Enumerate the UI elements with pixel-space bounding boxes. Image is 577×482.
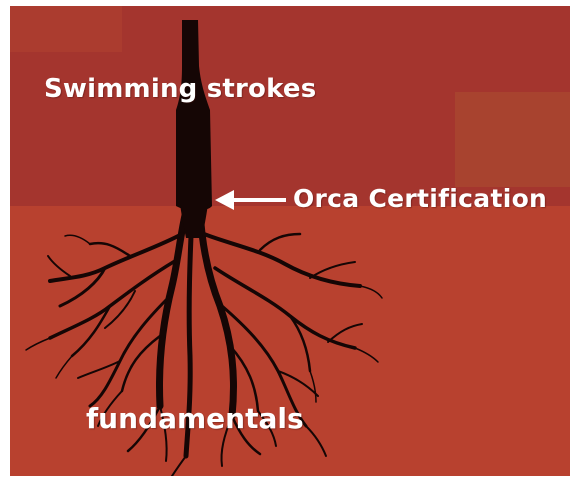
diagram-canvas: Swimming strokes Orca Certification fund… (10, 6, 570, 476)
label-swimming-strokes: Swimming strokes (44, 74, 316, 104)
trunk-bottle-icon (176, 20, 212, 211)
roots-icon (26, 211, 382, 476)
label-fundamentals: fundamentals (86, 402, 304, 435)
left-arrow-icon (215, 190, 286, 210)
label-orca-certification: Orca Certification (293, 184, 547, 213)
